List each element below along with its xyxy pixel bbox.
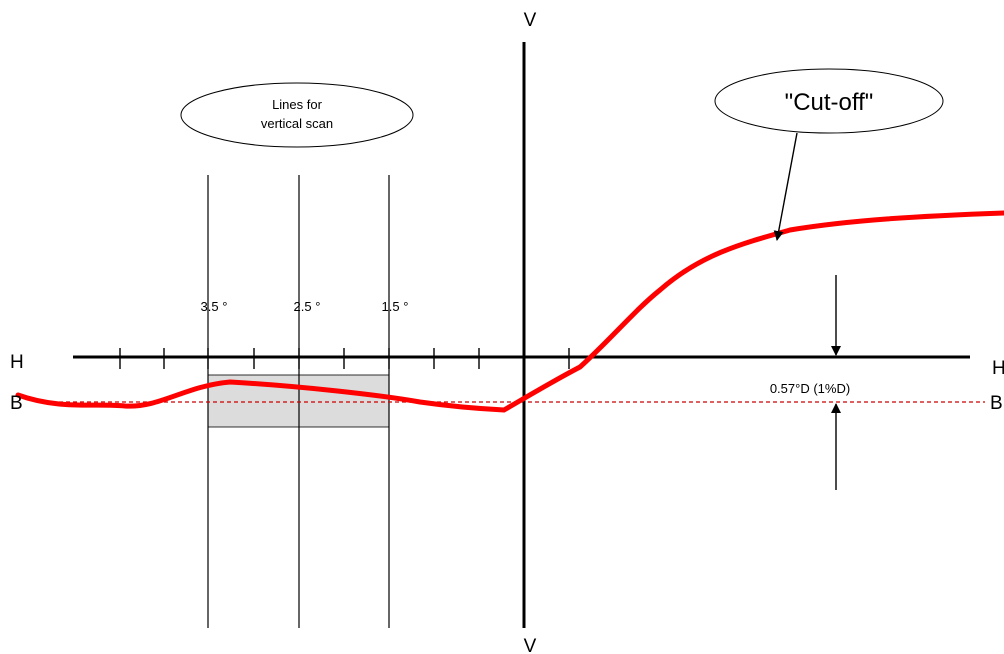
scan-line-label-1-5: 1.5 ° [382, 299, 409, 314]
cutoff-callout-bubble [714, 68, 944, 134]
scan-line-label-3-5: 3.5 ° [201, 299, 228, 314]
cutoff-callout-label: "Cut-off" [785, 89, 874, 116]
b-left-label: B [10, 393, 23, 414]
scan-callout-line2: vertical scan [261, 116, 333, 131]
v-top-label: V [524, 10, 537, 31]
v-bottom-label: V [524, 636, 537, 654]
measurement-label: 0.57°D (1%D) [770, 381, 850, 396]
cutoff-curve [15, 210, 1004, 413]
h-right-label: H [992, 358, 1004, 379]
h-left-label: H [10, 352, 24, 373]
cutoff-arrow [773, 132, 798, 241]
scan-line-label-2-5: 2.5 ° [294, 299, 321, 314]
h-axis-ticks [119, 348, 570, 369]
scan-callout-bubble [180, 82, 414, 148]
scan-callout-line1: Lines for [272, 97, 323, 112]
b-right-label: B [990, 393, 1003, 414]
